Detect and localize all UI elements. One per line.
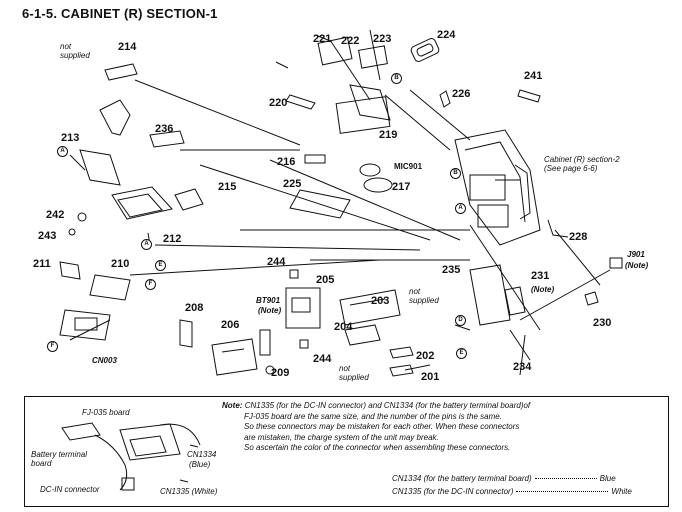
mark-f-cn003: F xyxy=(47,341,58,352)
mark-b-frame: B xyxy=(450,168,461,179)
note-line-1: CN1335 (for the DC-IN connector) and CN1… xyxy=(244,401,531,410)
legend-dotted-leader xyxy=(534,478,597,480)
legend-cn1335-label: CN1335 (for the DC-IN connector) xyxy=(392,487,514,496)
note-line-2: FJ-035 board are the same size, and the … xyxy=(244,411,502,421)
part-label-205: 205 xyxy=(316,274,335,286)
not-supplied-note-235: not supplied xyxy=(409,287,439,305)
part-label-208: 208 xyxy=(185,302,204,314)
note-line-4: are mistaken, the charge system of the u… xyxy=(244,432,439,442)
part-label-221: 221 xyxy=(313,33,332,45)
note-line-5: So ascertain the color of the connector … xyxy=(244,443,511,452)
j901-label: J901 xyxy=(627,250,645,259)
part-label-234: 234 xyxy=(513,361,532,373)
part-label-220: 220 xyxy=(269,97,288,109)
battery-terminal-board-label-2: board xyxy=(31,459,52,468)
cn1334-color-label: (Blue) xyxy=(189,460,211,469)
mark-f: F xyxy=(145,279,156,290)
part-label-244-top: 244 xyxy=(267,256,286,268)
cn1334-label: CN1334 xyxy=(187,450,217,459)
part-label-213: 213 xyxy=(61,132,80,144)
mark-a-bottom: A xyxy=(141,239,152,250)
part-label-231: 231 xyxy=(531,270,550,282)
mark-e: E xyxy=(155,260,166,271)
part-label-204: 204 xyxy=(334,321,353,333)
bt901-label: BT901 xyxy=(256,296,281,305)
part-label-210: 210 xyxy=(111,258,130,270)
part-label-212: 212 xyxy=(163,233,182,245)
part-label-215: 215 xyxy=(218,181,237,193)
part-label-214: 214 xyxy=(118,41,137,53)
part-label-209: 209 xyxy=(271,367,290,379)
part-label-216: 216 xyxy=(277,156,296,168)
part-label-222: 222 xyxy=(341,35,360,47)
mark-a-left: A xyxy=(57,146,68,157)
fj035-board-label: FJ-035 board xyxy=(82,408,130,417)
part-label-223: 223 xyxy=(373,33,392,45)
part-label-217: 217 xyxy=(392,181,411,193)
part-label-235: 235 xyxy=(442,264,461,276)
battery-terminal-board-label: Battery terminal xyxy=(31,450,88,459)
connector-note-text: Note: CN1335 (for the DC-IN connector) a… xyxy=(222,401,652,454)
mark-a-frame: A xyxy=(455,203,466,214)
231-note-label: (Note) xyxy=(531,285,555,294)
mark-e-bottom: E xyxy=(456,348,467,359)
part-label-201: 201 xyxy=(421,371,440,383)
not-supplied-note-204: not supplied xyxy=(339,364,369,382)
j901-note-label: (Note) xyxy=(625,261,649,270)
cn1335-label: CN1335 (White) xyxy=(160,487,218,496)
legend-cn1334-color: Blue xyxy=(599,474,616,483)
part-label-203: 203 xyxy=(371,295,390,307)
mic901-label: MIC901 xyxy=(394,162,423,171)
legend-cn1334-label: CN1334 (for the battery terminal board) xyxy=(392,474,532,483)
legend-cn1335: CN1335 (for the DC-IN connector) White xyxy=(392,487,632,496)
part-label-228: 228 xyxy=(569,231,588,243)
part-label-243: 243 xyxy=(38,230,57,242)
part-label-242: 242 xyxy=(46,209,65,221)
part-label-226: 226 xyxy=(452,88,471,100)
part-label-241: 241 xyxy=(524,70,543,82)
not-supplied-note-214: not supplied xyxy=(60,42,90,60)
cabinet-r-section2-page: (See page 6-6) xyxy=(544,164,598,173)
part-label-202: 202 xyxy=(416,350,435,362)
part-label-224: 224 xyxy=(437,29,456,41)
mark-b-top: B xyxy=(391,73,402,84)
part-label-219: 219 xyxy=(379,129,398,141)
part-label-236: 236 xyxy=(155,123,174,135)
part-label-230: 230 xyxy=(593,317,612,329)
page-title: 6-1-5. CABINET (R) SECTION-1 xyxy=(22,6,218,21)
bt901-note-label: (Note) xyxy=(258,306,282,315)
note-line-3: So these connectors may be mistaken for … xyxy=(244,422,520,431)
part-label-225: 225 xyxy=(283,178,302,190)
part-label-244-bottom: 244 xyxy=(313,353,332,365)
cabinet-r-section2-label: Cabinet (R) section-2 xyxy=(544,155,620,164)
note-label: Note: xyxy=(222,401,243,410)
dc-in-connector-label: DC-IN connector xyxy=(40,485,100,494)
connector-note-box xyxy=(24,396,669,507)
legend-cn1334: CN1334 (for the battery terminal board) B… xyxy=(392,474,616,483)
cn003-label: CN003 xyxy=(92,356,117,365)
part-label-206: 206 xyxy=(221,319,240,331)
part-label-211: 211 xyxy=(33,258,51,270)
mark-d: D xyxy=(455,315,466,326)
legend-dotted-leader xyxy=(516,491,609,493)
legend-cn1335-color: White xyxy=(611,487,632,496)
